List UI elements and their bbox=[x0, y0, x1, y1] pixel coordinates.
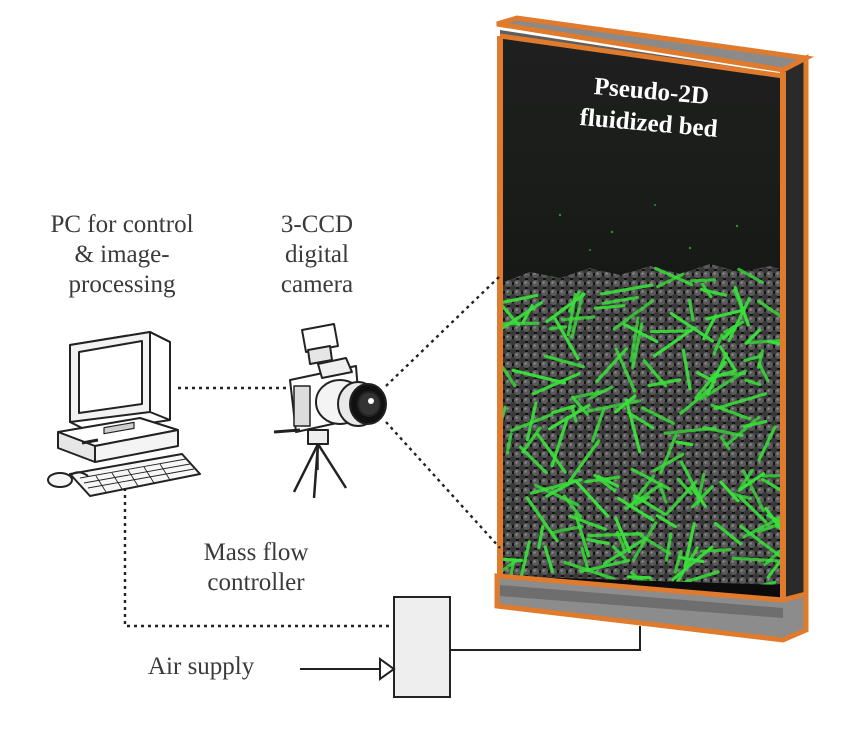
pc-label: PC for control & image- processing bbox=[18, 210, 226, 300]
air-supply-label: Air supply bbox=[148, 652, 298, 682]
camera-label-line2: digital bbox=[252, 240, 382, 270]
air-supply-text: Air supply bbox=[148, 653, 254, 680]
mfc-label-line2: controller bbox=[166, 568, 346, 598]
fibre bbox=[550, 327, 566, 329]
mass-flow-controller-box bbox=[394, 597, 450, 697]
bed-side-face bbox=[783, 58, 806, 612]
mass-flow-controller-label: Mass flow controller bbox=[166, 538, 346, 598]
fibre bbox=[504, 559, 521, 560]
camera-bed-view-upper bbox=[386, 276, 500, 386]
mfc-label-line1: Mass flow bbox=[166, 538, 346, 568]
air-supply-arrow bbox=[300, 659, 394, 679]
mfc-bed-gas-line bbox=[450, 626, 640, 650]
camera-label: 3-CCD digital camera bbox=[252, 210, 382, 300]
fibre bbox=[589, 534, 642, 536]
fibre bbox=[652, 331, 691, 332]
desktop-computer-icon bbox=[48, 332, 200, 496]
camera-on-tripod-icon bbox=[274, 324, 386, 498]
fibre bbox=[692, 280, 715, 281]
pc-label-line2: & image- bbox=[18, 240, 226, 270]
camera-bed-view-lower bbox=[386, 422, 500, 548]
pc-label-line3: processing bbox=[18, 270, 226, 300]
camera-lens bbox=[316, 380, 386, 426]
fibre bbox=[628, 577, 650, 578]
camera-label-line3: camera bbox=[252, 270, 382, 300]
pc-label-line1: PC for control bbox=[18, 210, 226, 240]
camera-label-line1: 3-CCD bbox=[252, 210, 382, 240]
